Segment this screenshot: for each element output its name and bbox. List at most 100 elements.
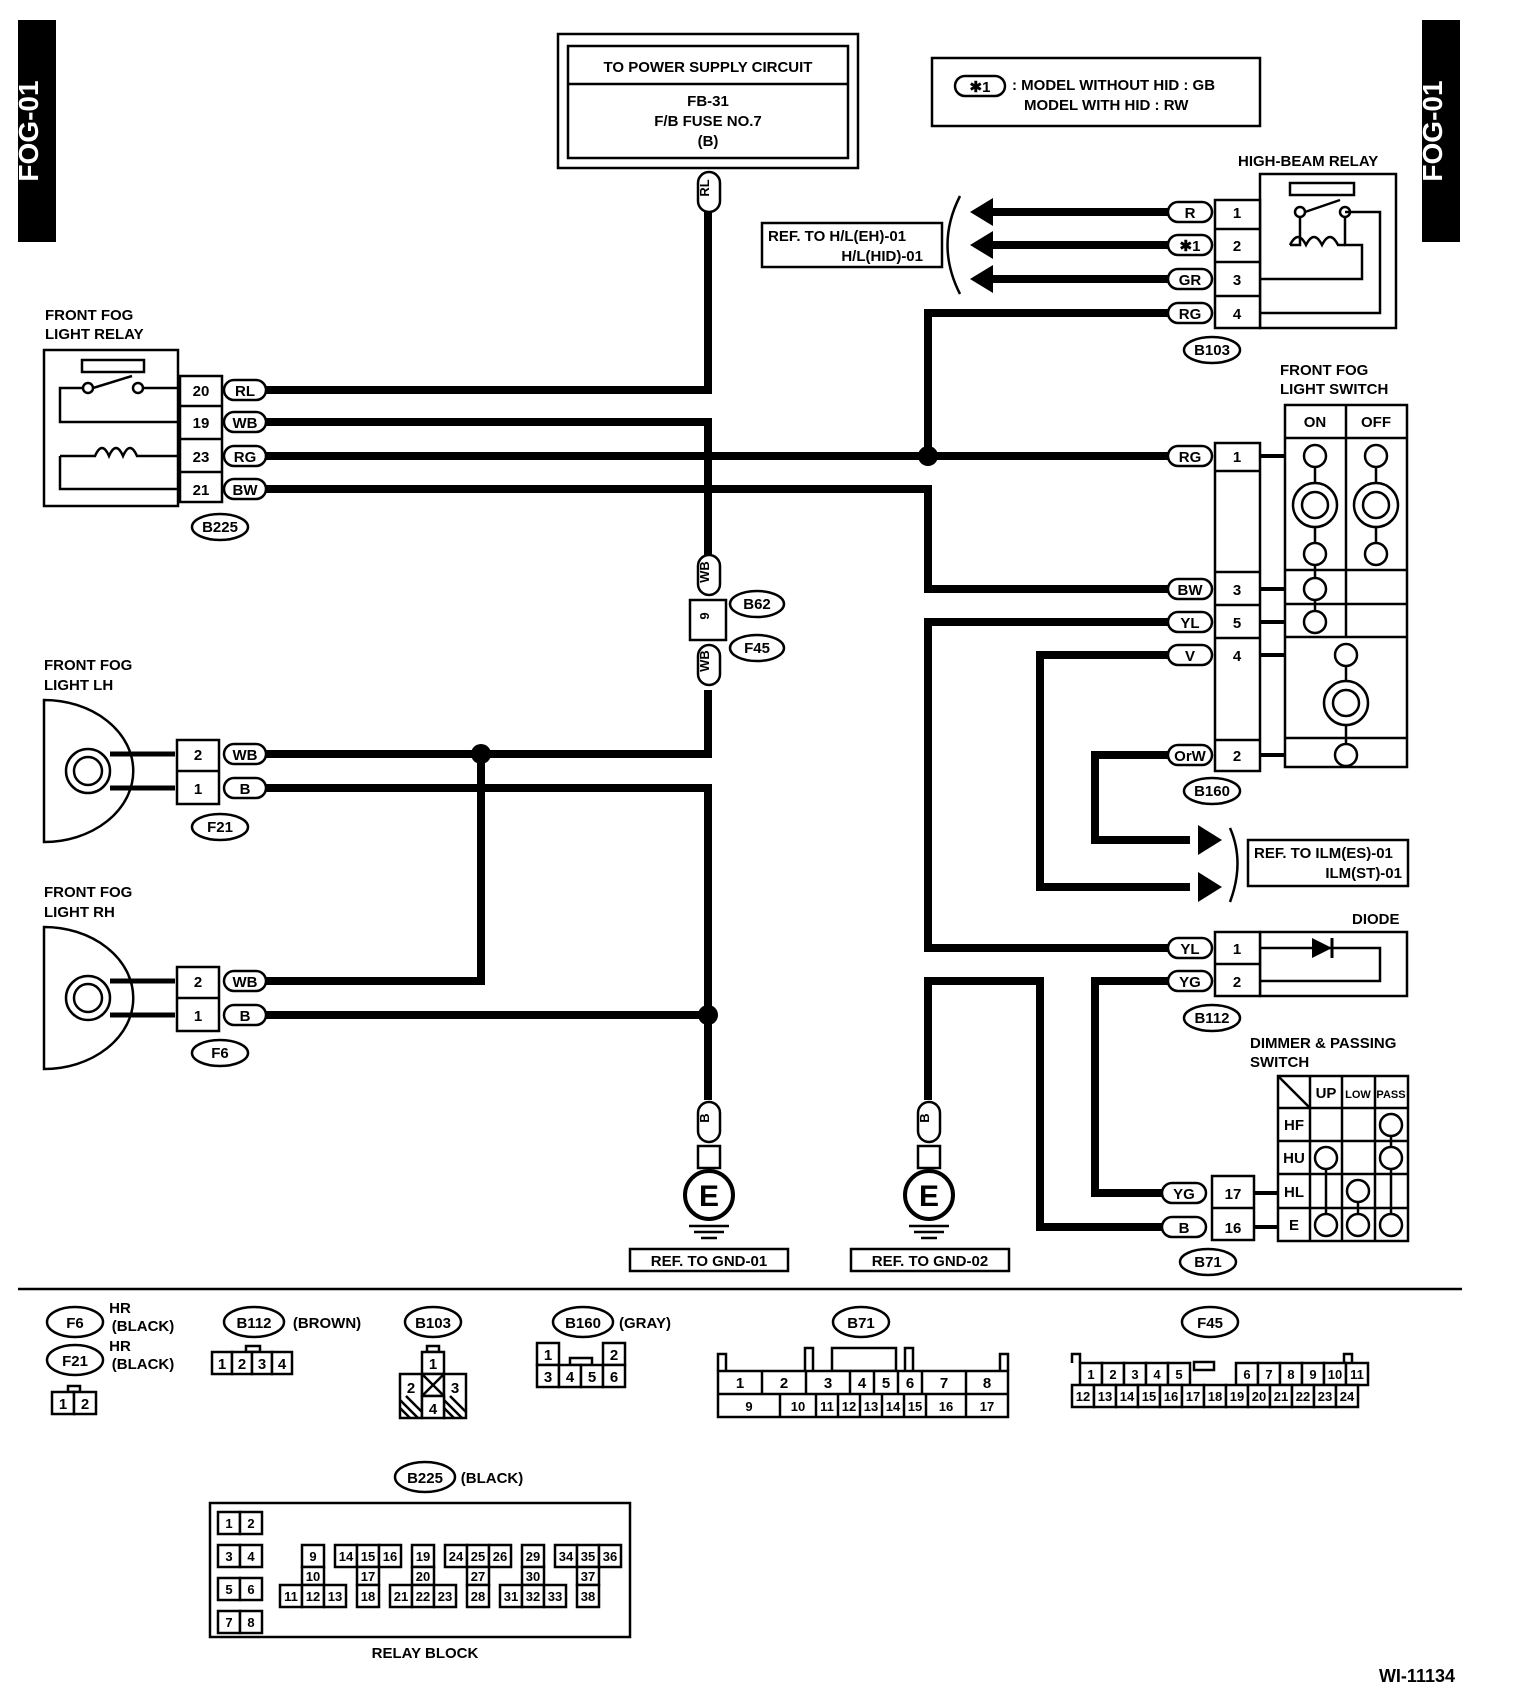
pin-number: 19 xyxy=(1230,1389,1244,1404)
svg-text:2: 2 xyxy=(1233,748,1241,765)
svg-text:WB: WB xyxy=(697,650,712,672)
svg-text:6: 6 xyxy=(610,1369,618,1386)
svg-text:WB: WB xyxy=(233,415,258,432)
pin-number: 7 xyxy=(940,1375,948,1392)
dimmer-switch: DIMMER & PASSING SWITCH UP LOW PASS HF H… xyxy=(1160,1035,1410,1277)
svg-text:: MODEL WITHOUT HID : GB: : MODEL WITHOUT HID : GB xyxy=(1012,77,1215,94)
pin-number: 4 xyxy=(1153,1367,1161,1382)
svg-text:E: E xyxy=(919,1180,939,1213)
pin-number: 11 xyxy=(820,1399,834,1414)
pin-number: 37 xyxy=(581,1569,595,1584)
pin-number: 22 xyxy=(416,1589,430,1604)
pin-number: 12 xyxy=(306,1589,320,1604)
pin-number: 15 xyxy=(1142,1389,1156,1404)
pin-number: 11 xyxy=(284,1589,298,1604)
pin-number: 5 xyxy=(225,1582,232,1597)
svg-text:F6: F6 xyxy=(66,1315,84,1332)
svg-text:MODEL WITH HID : RW: MODEL WITH HID : RW xyxy=(1024,97,1189,114)
pin-row: GR 3 xyxy=(1166,267,1241,291)
wire-tag-rl: RL xyxy=(696,170,722,214)
svg-text:ON: ON xyxy=(1304,414,1327,431)
pin-number: 33 xyxy=(548,1589,562,1604)
pin-cell xyxy=(575,1583,601,1609)
pin-number: 2 xyxy=(1109,1367,1116,1382)
pin-number: 9 xyxy=(309,1549,316,1564)
pin-number: 16 xyxy=(383,1549,397,1564)
svg-text:B160: B160 xyxy=(565,1315,601,1332)
svg-text:LIGHT RELAY: LIGHT RELAY xyxy=(45,326,144,343)
svg-text:OFF: OFF xyxy=(1361,414,1391,431)
svg-text:HR: HR xyxy=(109,1300,131,1317)
pin-row: OrW 2 xyxy=(1166,743,1241,767)
svg-text:3: 3 xyxy=(451,1380,459,1397)
pin-row: BW 3 xyxy=(1166,577,1241,601)
pin-row: 19 WB xyxy=(193,410,268,434)
svg-text:UP: UP xyxy=(1316,1085,1337,1102)
pin-cell xyxy=(597,1543,623,1569)
svg-text:E: E xyxy=(699,1180,719,1213)
high-beam-pins: R 1 ✱1 2 GR 3 RG 4 xyxy=(1166,200,1242,325)
svg-text:(GRAY): (GRAY) xyxy=(619,1315,671,1332)
svg-text:5: 5 xyxy=(588,1369,596,1386)
ref-ilm-box: REF. TO ILM(ES)-01 ILM(ST)-01 xyxy=(1246,838,1410,888)
pin-number: 28 xyxy=(471,1589,485,1604)
high-beam-relay: HIGH-BEAM RELAY xyxy=(1213,153,1398,330)
pin-cell xyxy=(465,1583,491,1609)
svg-text:(BLACK): (BLACK) xyxy=(112,1356,174,1373)
svg-text:F21: F21 xyxy=(62,1353,88,1370)
pin-row: YL 5 xyxy=(1166,610,1241,634)
pin-row: 23 RG xyxy=(193,444,268,468)
svg-text:2: 2 xyxy=(610,1347,618,1364)
svg-text:3: 3 xyxy=(1233,272,1241,289)
svg-text:B: B xyxy=(240,1008,251,1025)
pin-number: 18 xyxy=(361,1589,375,1604)
pin-number: 21 xyxy=(394,1589,408,1604)
pin-number: 8 xyxy=(983,1375,991,1392)
conn-view-b112: B112 (BROWN) 1 2 3 4 xyxy=(210,1305,361,1376)
pin-number: 23 xyxy=(438,1589,452,1604)
svg-text:B62: B62 xyxy=(743,596,771,613)
pin-number: 17 xyxy=(361,1569,375,1584)
svg-text:FOG-01: FOG-01 xyxy=(1417,80,1448,181)
pin-number: 6 xyxy=(906,1375,914,1392)
figure-id: WI-11134 xyxy=(1379,1666,1455,1686)
pin-number: 12 xyxy=(1076,1389,1090,1404)
svg-text:1: 1 xyxy=(194,1008,202,1025)
svg-text:1: 1 xyxy=(218,1356,226,1373)
svg-text:YL: YL xyxy=(1180,941,1199,958)
svg-text:2: 2 xyxy=(1233,238,1241,255)
svg-text:REF. TO ILM(ES)-01: REF. TO ILM(ES)-01 xyxy=(1254,845,1393,862)
pin-row: ✱1 2 xyxy=(1166,233,1241,257)
svg-text:2: 2 xyxy=(1233,974,1241,991)
svg-text:23: 23 xyxy=(193,449,210,466)
svg-text:B: B xyxy=(697,1113,712,1122)
svg-text:TO POWER SUPPLY CIRCUIT: TO POWER SUPPLY CIRCUIT xyxy=(604,59,813,76)
fog-switch-pins: RG 1 BW 3 YL 5 V 4 OrW 2 xyxy=(1166,444,1242,767)
pin-number: 3 xyxy=(1131,1367,1138,1382)
pin-number: 2 xyxy=(780,1375,788,1392)
pin-number: 24 xyxy=(1340,1389,1355,1404)
pin-number: 6 xyxy=(1243,1367,1250,1382)
pin-number: 14 xyxy=(1120,1389,1135,1404)
side-tab-left: FOG-01 xyxy=(13,20,56,242)
svg-text:YL: YL xyxy=(1180,615,1199,632)
svg-text:RG: RG xyxy=(234,449,257,466)
svg-text:B112: B112 xyxy=(1194,1010,1229,1027)
svg-text:HU: HU xyxy=(1283,1150,1305,1167)
pin-number: 34 xyxy=(559,1549,574,1564)
svg-text:2: 2 xyxy=(238,1356,246,1373)
pin-number: 19 xyxy=(416,1549,430,1564)
svg-text:F6: F6 xyxy=(211,1045,229,1062)
svg-text:2: 2 xyxy=(194,974,202,991)
pin-number: 17 xyxy=(980,1399,994,1414)
pin-number: 10 xyxy=(306,1569,320,1584)
svg-text:FRONT FOG: FRONT FOG xyxy=(44,884,132,901)
pin-number: 9 xyxy=(1309,1367,1316,1382)
svg-text:DIMMER & PASSING: DIMMER & PASSING xyxy=(1250,1035,1396,1052)
svg-text:B225: B225 xyxy=(407,1470,443,1487)
pin-number: 7 xyxy=(1265,1367,1272,1382)
svg-text:F21: F21 xyxy=(207,819,233,836)
svg-text:YG: YG xyxy=(1173,1186,1195,1203)
